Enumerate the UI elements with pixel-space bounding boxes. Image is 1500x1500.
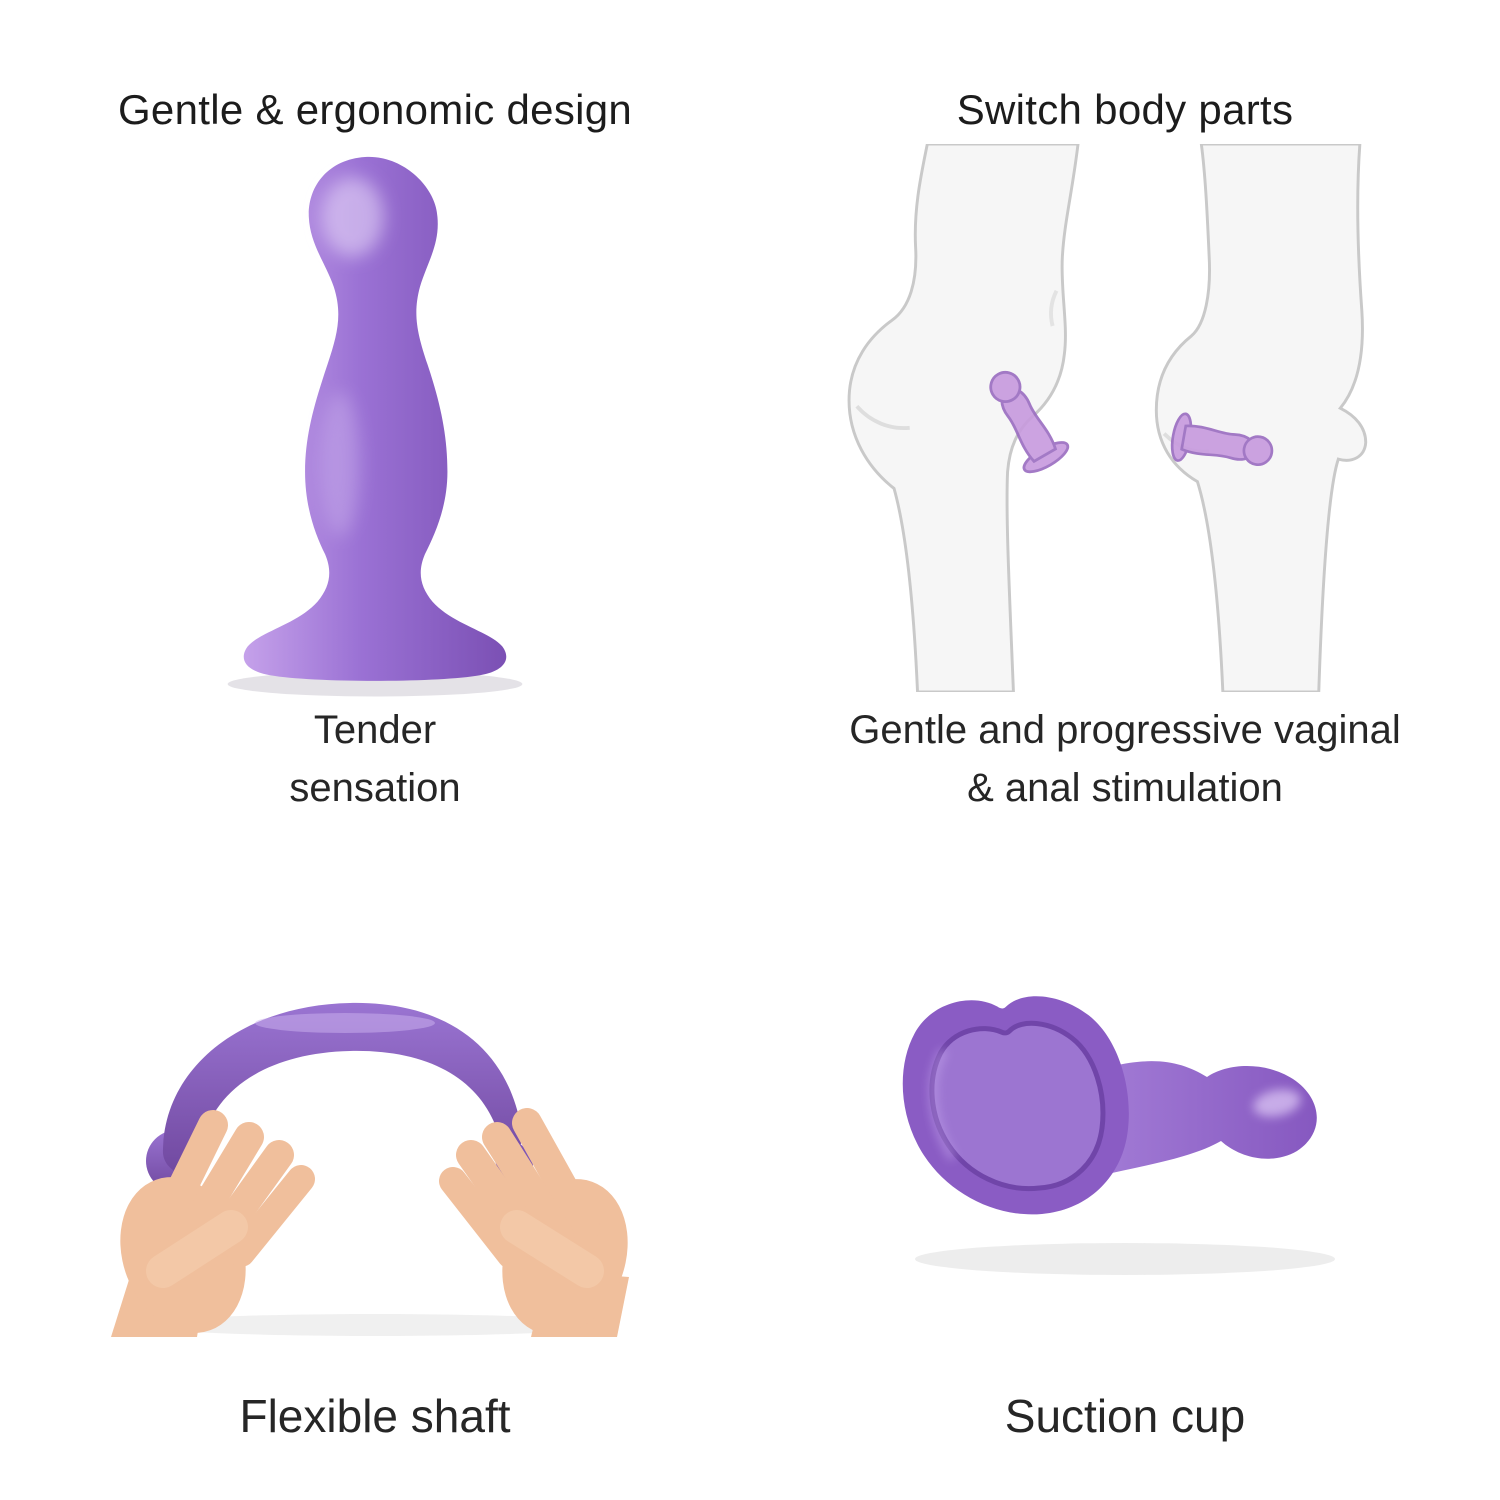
suction-cup-illustration [750, 845, 1500, 1389]
feature-caption-switch: Gentle and progressive vaginal & anal st… [849, 701, 1400, 817]
plug-head-highlight [1253, 1089, 1301, 1117]
caption-line-1: Gentle and progressive vaginal [849, 708, 1401, 752]
feature-flexible-shaft: Flexible shaft [0, 845, 750, 1500]
feature-ergonomic-design: Gentle & ergonomic design [0, 0, 750, 845]
suction-cup-highlight [929, 1048, 956, 1161]
ground-shadow [915, 1242, 1335, 1275]
feature-title-ergonomic: Gentle & ergonomic design [117, 86, 633, 133]
plug-shaft-lying [1075, 1061, 1317, 1179]
hands-bending-illustration [0, 845, 750, 1389]
feature-switch-body-parts: Switch body parts [750, 0, 1500, 845]
feature-caption-suction: Suction cup [1004, 1389, 1246, 1442]
ground-shadow [140, 1313, 610, 1336]
curvy-plug-standing-illustration [0, 134, 750, 701]
plug-flex-arc [162, 1002, 523, 1177]
right-hand [439, 1107, 629, 1337]
two-bodies-illustration [750, 134, 1500, 701]
left-hand [111, 1109, 315, 1337]
caption-line-2: sensation [289, 766, 461, 810]
suction-cup-base [902, 996, 1129, 1215]
plug-arc-highlight [255, 1012, 435, 1033]
plug-tip-highlight [321, 176, 384, 257]
feature-suction-cup: Suction cup [750, 845, 1500, 1500]
hands-bending-image [111, 1002, 629, 1337]
feature-title-switch: Switch body parts [956, 86, 1294, 133]
feature-caption-flexible: Flexible shaft [239, 1389, 511, 1442]
caption-line-2: & anal stimulation [967, 766, 1283, 810]
two-bodies-image [847, 143, 1368, 692]
suction-cup-image [902, 996, 1335, 1275]
plug-body [243, 156, 507, 681]
caption-line-1: Tender [313, 708, 437, 752]
curvy-plug-standing-image [227, 156, 523, 697]
feature-caption-ergonomic: Tender sensation [289, 701, 460, 817]
body-figure-vaginal [847, 143, 1080, 692]
plug-shaft-highlight [320, 391, 361, 537]
